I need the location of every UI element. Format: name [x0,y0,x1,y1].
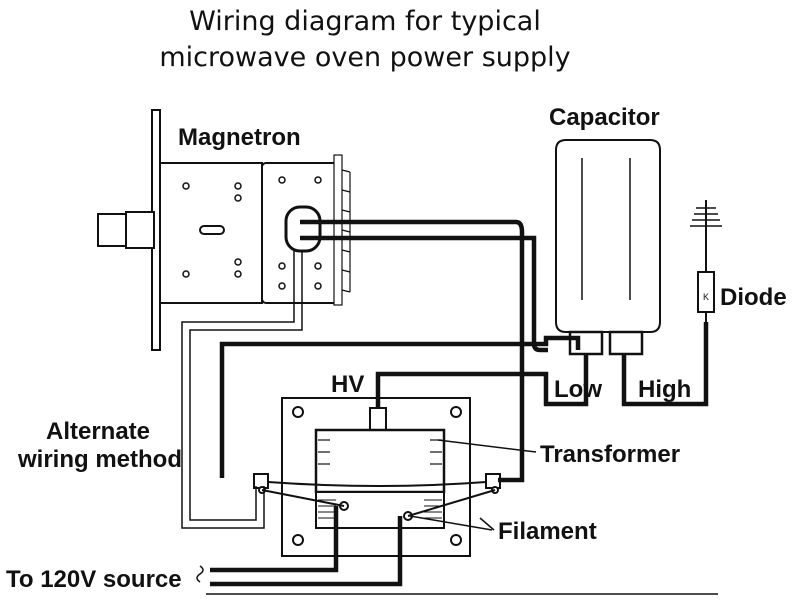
label-transformer: Transformer [540,441,681,468]
capacitor-terminal-high [608,330,644,356]
transformer-hv-terminal [369,407,387,431]
capacitor-terminal-low [568,330,604,356]
label-high: High [638,376,692,403]
wires [210,219,709,587]
transformer-terminal-right [485,473,501,489]
title-line-2: microwave oven power supply [159,42,571,73]
alternate-wiring [181,251,303,529]
magnetron-fins [333,154,351,306]
magnetron-terminal-socket [284,205,322,253]
transformer [253,397,501,557]
wire-hv-low [375,354,589,408]
label-low: Low [554,376,602,403]
diagram-title: Wiring diagram for typical microwave ove… [0,4,730,76]
leader-lines [409,439,537,531]
wire-left-feed [219,335,581,478]
wire-filament-b [407,489,496,517]
svg-text:K: K [703,292,709,302]
label-hv: HV [331,371,365,398]
label-filament: Filament [498,518,597,545]
wire-source-2 [210,516,403,587]
wire-source-1 [210,506,339,573]
label-source: To 120V source [6,566,182,593]
magnetron [97,109,351,351]
label-alternate-line-2: wiring method [18,446,182,473]
wire-filament-c [267,481,487,487]
transformer-core [314,428,446,494]
capacitor [555,139,661,356]
magnetron-screw-holes [182,176,322,290]
label-diode: Diode [720,284,787,311]
wire-magnetron-upper [300,219,525,483]
magnetron-antenna [97,213,129,247]
magnetron-collar [125,211,155,249]
title-line-1: Wiring diagram for typical [189,6,541,37]
label-alternate: Alternate wiring method [18,418,182,474]
label-magnetron: Magnetron [178,124,301,151]
label-capacitor: Capacitor [549,104,660,131]
magnetron-slot [199,225,225,235]
diode: K [690,200,722,322]
wire-filament-a [261,489,345,507]
wire-high-diode [621,322,709,407]
label-alternate-line-1: Alternate [45,418,151,445]
transformer-terminal-left [253,473,269,489]
